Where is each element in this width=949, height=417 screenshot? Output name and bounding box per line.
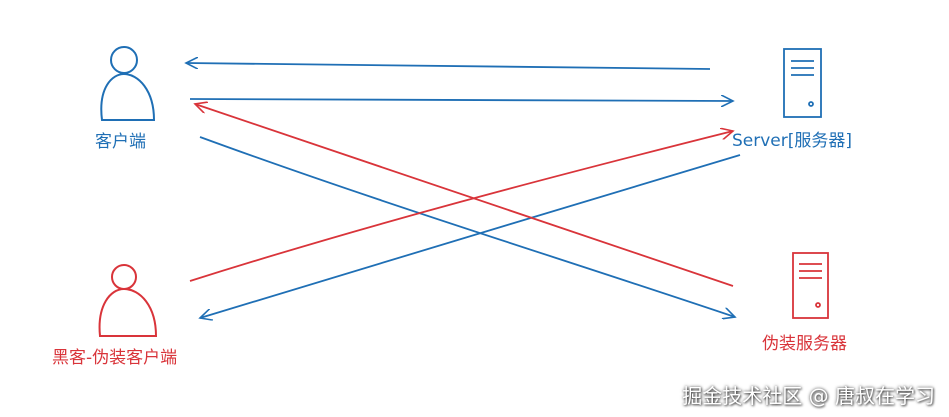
watermark-text: 掘金技术社区 @ 唐叔在学习 (682, 384, 935, 408)
hacker-client-label: 黑客-伪装客户端 (52, 348, 178, 368)
fake-server-icon (792, 252, 829, 319)
arrow-fake-server-to-client (195, 104, 734, 287)
arrow-hacker-to-server (189, 131, 733, 282)
client-label: 客户端 (95, 132, 146, 152)
arrow-server-to-hacker (200, 154, 741, 318)
arrow-client-to-server (189, 99, 733, 101)
fake-server-label: 伪装服务器 (762, 334, 847, 354)
server-icon (783, 48, 822, 118)
arrow-client-to-fake-server (199, 136, 735, 317)
arrow-server-to-client (186, 63, 711, 70)
client-person-icon (100, 46, 156, 121)
hacker-person-icon (98, 264, 158, 337)
server-label: Server[服务器] (732, 131, 853, 151)
